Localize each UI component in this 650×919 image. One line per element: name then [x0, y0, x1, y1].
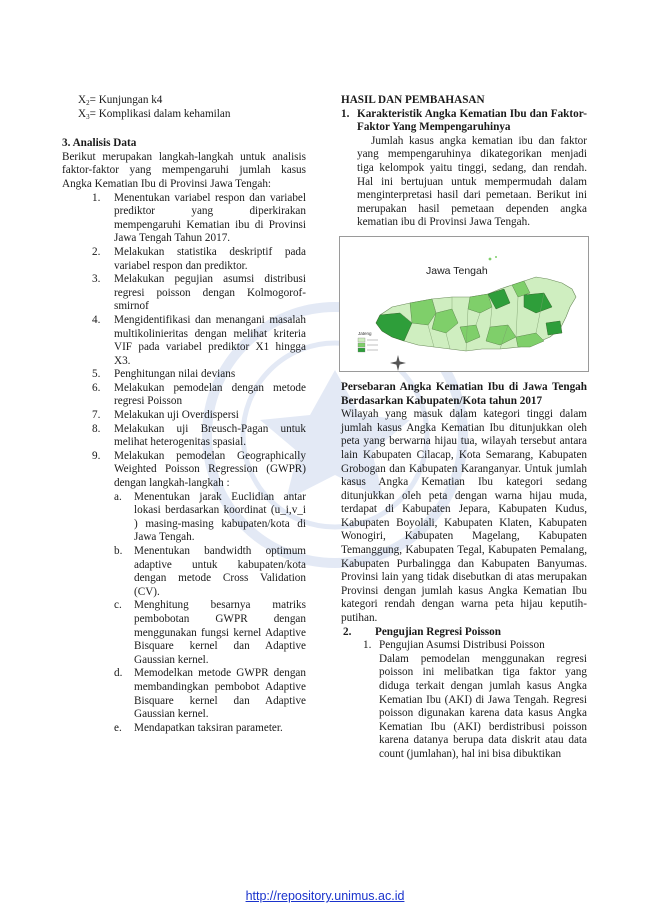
- legend-swatch-mid: [357, 342, 366, 348]
- region-mid: [467, 293, 493, 314]
- regresi-poisson-paragraph: Dalam pemodelan menggunakan regresi pois…: [379, 652, 587, 760]
- legend-title: Jateng: [358, 331, 372, 336]
- map-figure: Jawa Tengah Jateng: [339, 235, 589, 372]
- list-item: 9.Melakukan pemodelan Geographically Wei…: [92, 449, 306, 736]
- region-high: [487, 288, 511, 310]
- left-column: X2= Kunjungan k4 X3= Komplikasi dalam ke…: [62, 94, 306, 735]
- regresi-poisson-list: 1.Pengujian Asumsi Distribusi Poisson: [341, 639, 587, 653]
- variable-x3: X3= Komplikasi dalam kehamilan: [78, 107, 231, 121]
- list-item: 8. Melakukan uji Breusch-Pagan untuk mel…: [92, 422, 306, 449]
- analysis-steps-list: 1.Menentukan variabel respon dan variabe…: [62, 192, 306, 736]
- figure-paragraph: Wilayah yang masuk dalam kategori tinggi…: [341, 408, 587, 625]
- island-shape: [495, 255, 497, 258]
- figure-caption: Persebaran Angka Kematian Ibu di Jawa Te…: [341, 380, 587, 407]
- central-java-map: Jawa Tengah Jateng: [357, 255, 577, 371]
- subsection-heading-karakteristik: 1.Karakteristik Angka Kematian Ibu dan F…: [341, 107, 587, 134]
- variable-x2: X2= Kunjungan k4: [78, 94, 163, 107]
- list-item: 1.Menentukan variabel respon dan variabe…: [92, 191, 306, 245]
- region-mid: [431, 308, 459, 334]
- legend-swatch-low: [357, 337, 366, 343]
- island-shape: [488, 257, 492, 261]
- repository-link[interactable]: http://repository.unimus.ac.id: [245, 889, 405, 903]
- results-heading: HASIL DAN PEMBAHASAN: [341, 94, 485, 106]
- list-item: 2.Melakukan statistika deskriptif pada v…: [92, 245, 306, 272]
- region-mid: [409, 298, 437, 326]
- region-mid: [485, 324, 517, 346]
- region-high: [523, 292, 553, 314]
- gwpr-substeps-list: a.Menentukan jarak Euclidian antar lokas…: [94, 491, 306, 736]
- region-mid: [515, 332, 545, 348]
- list-item: e.Mendapatkan taksiran parameter.: [114, 721, 283, 734]
- list-item: 6.Melakukan pemodelan dengan metode regr…: [92, 381, 306, 408]
- variable-list: X2= Kunjungan k4 X3= Komplikasi dalam ke…: [62, 94, 306, 121]
- region-mid: [459, 324, 481, 344]
- list-item: d.Memodelkan metode GWPR dengan membandi…: [114, 667, 306, 721]
- list-item: 1.Pengujian Asumsi Distribusi Poisson: [363, 639, 545, 652]
- map-title-label: Jawa Tengah: [426, 265, 488, 277]
- karakteristik-paragraph: Jumlah kasus angka kematian ibu dan fakt…: [357, 134, 587, 229]
- region-mid: [511, 280, 531, 298]
- right-column: HASIL DAN PEMBAHASAN 1.Karakteristik Ang…: [339, 94, 589, 762]
- legend-swatch-high: [357, 347, 366, 353]
- list-item: 7.Melakukan uji Overdispersi: [92, 409, 239, 422]
- list-item: c.Menghitung besarnya matriks pembobotan…: [114, 599, 306, 666]
- province-shape: [375, 276, 577, 352]
- region-borders: [399, 292, 545, 351]
- region-high: [545, 320, 563, 336]
- list-item: b.Menentukan bandwidth optimum adaptive …: [114, 545, 306, 598]
- list-item: 5.Penghitungan nilai devians: [92, 368, 236, 381]
- section-title-analisis-data: 3. Analisis Data: [62, 137, 137, 150]
- list-item: a.Menentukan jarak Euclidian antar lokas…: [114, 490, 306, 544]
- list-item: 3.Melakukan pegujian asumsi distribusi r…: [92, 273, 306, 313]
- compass-rose-icon: [390, 354, 406, 371]
- list-item: 4.Mengidentifikasi dan menangani masalah…: [92, 313, 306, 367]
- subsection-heading-regresi-poisson: 2.Pengujian Regresi Poisson: [343, 625, 501, 638]
- section-intro: Berikut merupakan langkah-langkah untuk …: [62, 150, 306, 190]
